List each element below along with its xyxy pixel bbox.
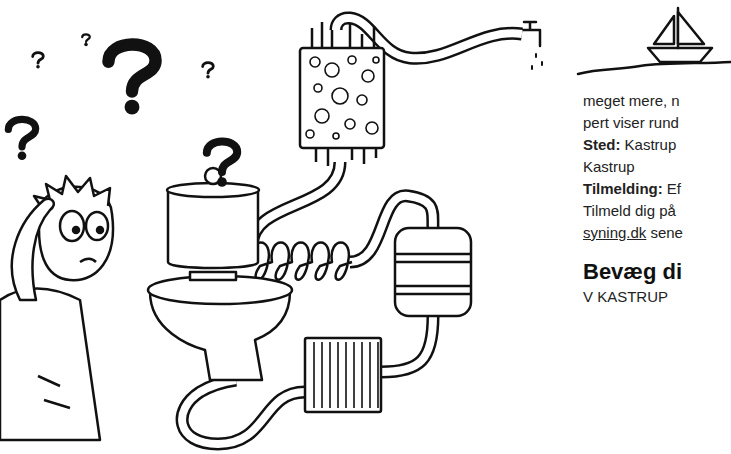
label: Tilmeld dig på: [583, 202, 676, 219]
question-mark-dot: [18, 151, 27, 160]
fin: [353, 342, 355, 408]
label: meget mere, n: [583, 92, 680, 109]
text-line: Tilmeld dig på: [583, 200, 729, 222]
bubble: [348, 56, 356, 64]
question-mark: [33, 53, 44, 64]
text-line: syning.dksene: [583, 222, 729, 244]
question-mark-dot: [84, 43, 88, 47]
pipe-outline: [182, 380, 305, 444]
question-mark: [8, 119, 35, 146]
bubble: [333, 133, 339, 139]
bubble: [345, 119, 355, 129]
person-body: [0, 288, 100, 440]
bubble: [362, 70, 374, 82]
label: Kastrup: [583, 158, 635, 175]
text-line: Tilmelding:Ef: [583, 178, 729, 200]
illustration-lines: [506, 8, 731, 74]
label: Ef: [667, 180, 681, 197]
heat-exchanger: [305, 338, 381, 412]
question-mark: [108, 44, 155, 91]
pupil: [97, 227, 103, 233]
fin: [321, 342, 323, 408]
shirt-lines: [38, 376, 70, 408]
fin: [313, 342, 315, 408]
section-heading: Bevæg di: [583, 258, 729, 286]
bubble: [314, 84, 322, 92]
text-column: meget mere, npert viser rundSted:Kastrup…: [583, 90, 729, 308]
fin: [337, 342, 339, 408]
label: V KASTRUP: [583, 288, 668, 305]
eye: [60, 211, 84, 241]
radiator-fins: [314, 342, 378, 408]
bubble: [306, 130, 314, 138]
pipe-inner: [252, 162, 340, 246]
label: Bevæg di: [583, 259, 682, 284]
label: Kastrup: [625, 136, 677, 153]
arm-scratching-head: [12, 199, 54, 300]
question-mark: [203, 63, 214, 74]
label: Sted:: [583, 136, 621, 153]
toilet-neck: [190, 272, 236, 280]
water-drops: [532, 54, 542, 69]
water-line: [578, 62, 731, 74]
fin: [345, 342, 347, 408]
label: sene: [650, 224, 683, 241]
pipe-outline: [381, 316, 433, 372]
question-marks: [8, 34, 237, 186]
pupil: [73, 227, 79, 233]
filter-pipes-top: [312, 22, 374, 48]
question-mark-dot: [125, 100, 140, 115]
label: syning.dk: [583, 224, 646, 241]
tank-bands: [396, 254, 470, 294]
pipe-inner: [182, 380, 305, 444]
text-line: meget mere, n: [583, 90, 729, 112]
treatment-stages: [0, 22, 471, 440]
bubble-filter: [300, 48, 384, 148]
question-mark-dot: [217, 177, 227, 187]
text-line: Sted:Kastrup: [583, 134, 729, 156]
storage-tank: [395, 228, 471, 316]
bubble: [325, 63, 339, 77]
bubble: [332, 88, 348, 104]
question-mark: [207, 142, 237, 172]
label: pert viser rund: [583, 114, 679, 131]
question-mark-dot: [206, 75, 210, 79]
fin: [329, 342, 331, 408]
question-mark: [82, 34, 90, 42]
bubble: [357, 95, 367, 105]
bubble: [310, 57, 320, 67]
eye: [86, 212, 108, 240]
label: Tilmelding:: [583, 180, 663, 197]
bubble: [366, 122, 378, 134]
question-mark-dot: [36, 65, 40, 69]
bubble: [373, 57, 379, 63]
text-line: Kastrup: [583, 156, 729, 178]
pipe-outline: [252, 162, 340, 246]
fin: [369, 342, 371, 408]
filter-pipes-bottom: [316, 148, 376, 166]
text-line: pert viser rund: [583, 112, 729, 134]
boat-sail: [654, 12, 704, 44]
bubbles: [306, 56, 379, 139]
bubble: [315, 109, 329, 123]
boat-hull: [648, 48, 712, 62]
pipe-inner: [381, 316, 433, 372]
fin: [377, 342, 379, 408]
fin: [361, 342, 363, 408]
heating-coil: [252, 243, 352, 280]
text-line: V KASTRUP: [583, 286, 729, 308]
mouth: [80, 259, 96, 262]
